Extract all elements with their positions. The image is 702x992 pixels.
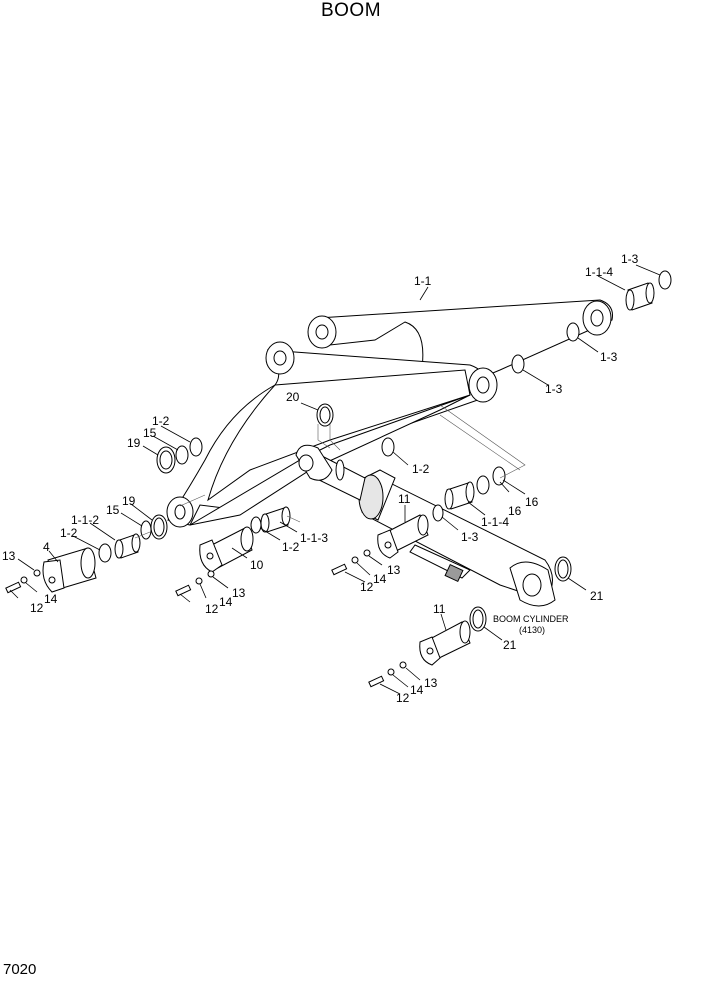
label-16-a: 16 <box>508 504 522 518</box>
label-1-1-2: 1-1-2 <box>71 513 99 527</box>
label-13-d: 13 <box>424 676 438 690</box>
label-1-2-left: 1-2 <box>152 414 170 428</box>
part-labels: 1-1 1-3 1-1-4 1-3 1-3 20 1-2 15 19 1-2 1… <box>2 252 639 705</box>
label-12-c: 12 <box>360 580 374 594</box>
label-1-1-3: 1-1-3 <box>300 531 328 545</box>
pin-4 <box>42 547 97 593</box>
label-13-c: 13 <box>387 563 401 577</box>
rings <box>98 270 672 632</box>
label-1-1: 1-1 <box>414 274 432 288</box>
label-1-3-right: 1-3 <box>545 382 563 396</box>
label-14-c: 14 <box>373 572 387 586</box>
label-1-3-cyl: 1-3 <box>461 530 479 544</box>
boom-cylinder <box>295 444 556 607</box>
bolt-set-c <box>331 549 371 576</box>
pin-11-top <box>377 514 429 559</box>
label-11-top: 11 <box>398 492 411 506</box>
boom-cylinder-label: BOOM CYLINDER <box>493 614 569 624</box>
label-15-mid: 15 <box>106 503 120 517</box>
label-1-1-4-mid: 1-1-4 <box>481 515 509 529</box>
boom-cylinder-ref: (4130) <box>519 625 545 635</box>
label-1-3-mid: 1-3 <box>600 350 618 364</box>
label-19-left: 19 <box>127 436 141 450</box>
label-20: 20 <box>286 390 300 404</box>
label-1-2-mid: 1-2 <box>412 462 430 476</box>
bolt-set-d <box>368 661 407 688</box>
label-10: 10 <box>250 558 264 572</box>
label-4: 4 <box>43 540 50 554</box>
bolt-set-b <box>175 570 215 597</box>
label-19-mid: 19 <box>122 494 136 508</box>
bolt-set-a <box>5 569 41 594</box>
pin-11-low <box>419 620 471 666</box>
label-1-2-low: 1-2 <box>60 526 78 540</box>
bolts-washers <box>5 549 407 688</box>
label-12-a: 12 <box>30 601 44 615</box>
label-12-d: 12 <box>396 691 410 705</box>
label-21-right: 21 <box>590 589 604 603</box>
label-21-low: 21 <box>503 638 517 652</box>
label-14-b: 14 <box>219 595 233 609</box>
label-11-low: 11 <box>433 602 446 616</box>
label-14-a: 14 <box>44 592 58 606</box>
label-12-b: 12 <box>205 602 219 616</box>
label-1-3-top: 1-3 <box>621 252 639 266</box>
label-16-b: 16 <box>525 495 539 509</box>
page-number: 7020 <box>3 961 37 978</box>
bushings <box>114 282 655 559</box>
label-15-left: 15 <box>143 426 157 440</box>
pin-10 <box>199 526 254 573</box>
label-13-b: 13 <box>232 586 246 600</box>
page-title: BOOM <box>320 0 382 21</box>
label-1-2-b: 1-2 <box>282 540 300 554</box>
label-14-d: 14 <box>410 683 424 697</box>
label-13-a: 13 <box>2 549 16 563</box>
leader-lines <box>9 264 661 695</box>
label-1-1-4-top: 1-1-4 <box>585 265 613 279</box>
